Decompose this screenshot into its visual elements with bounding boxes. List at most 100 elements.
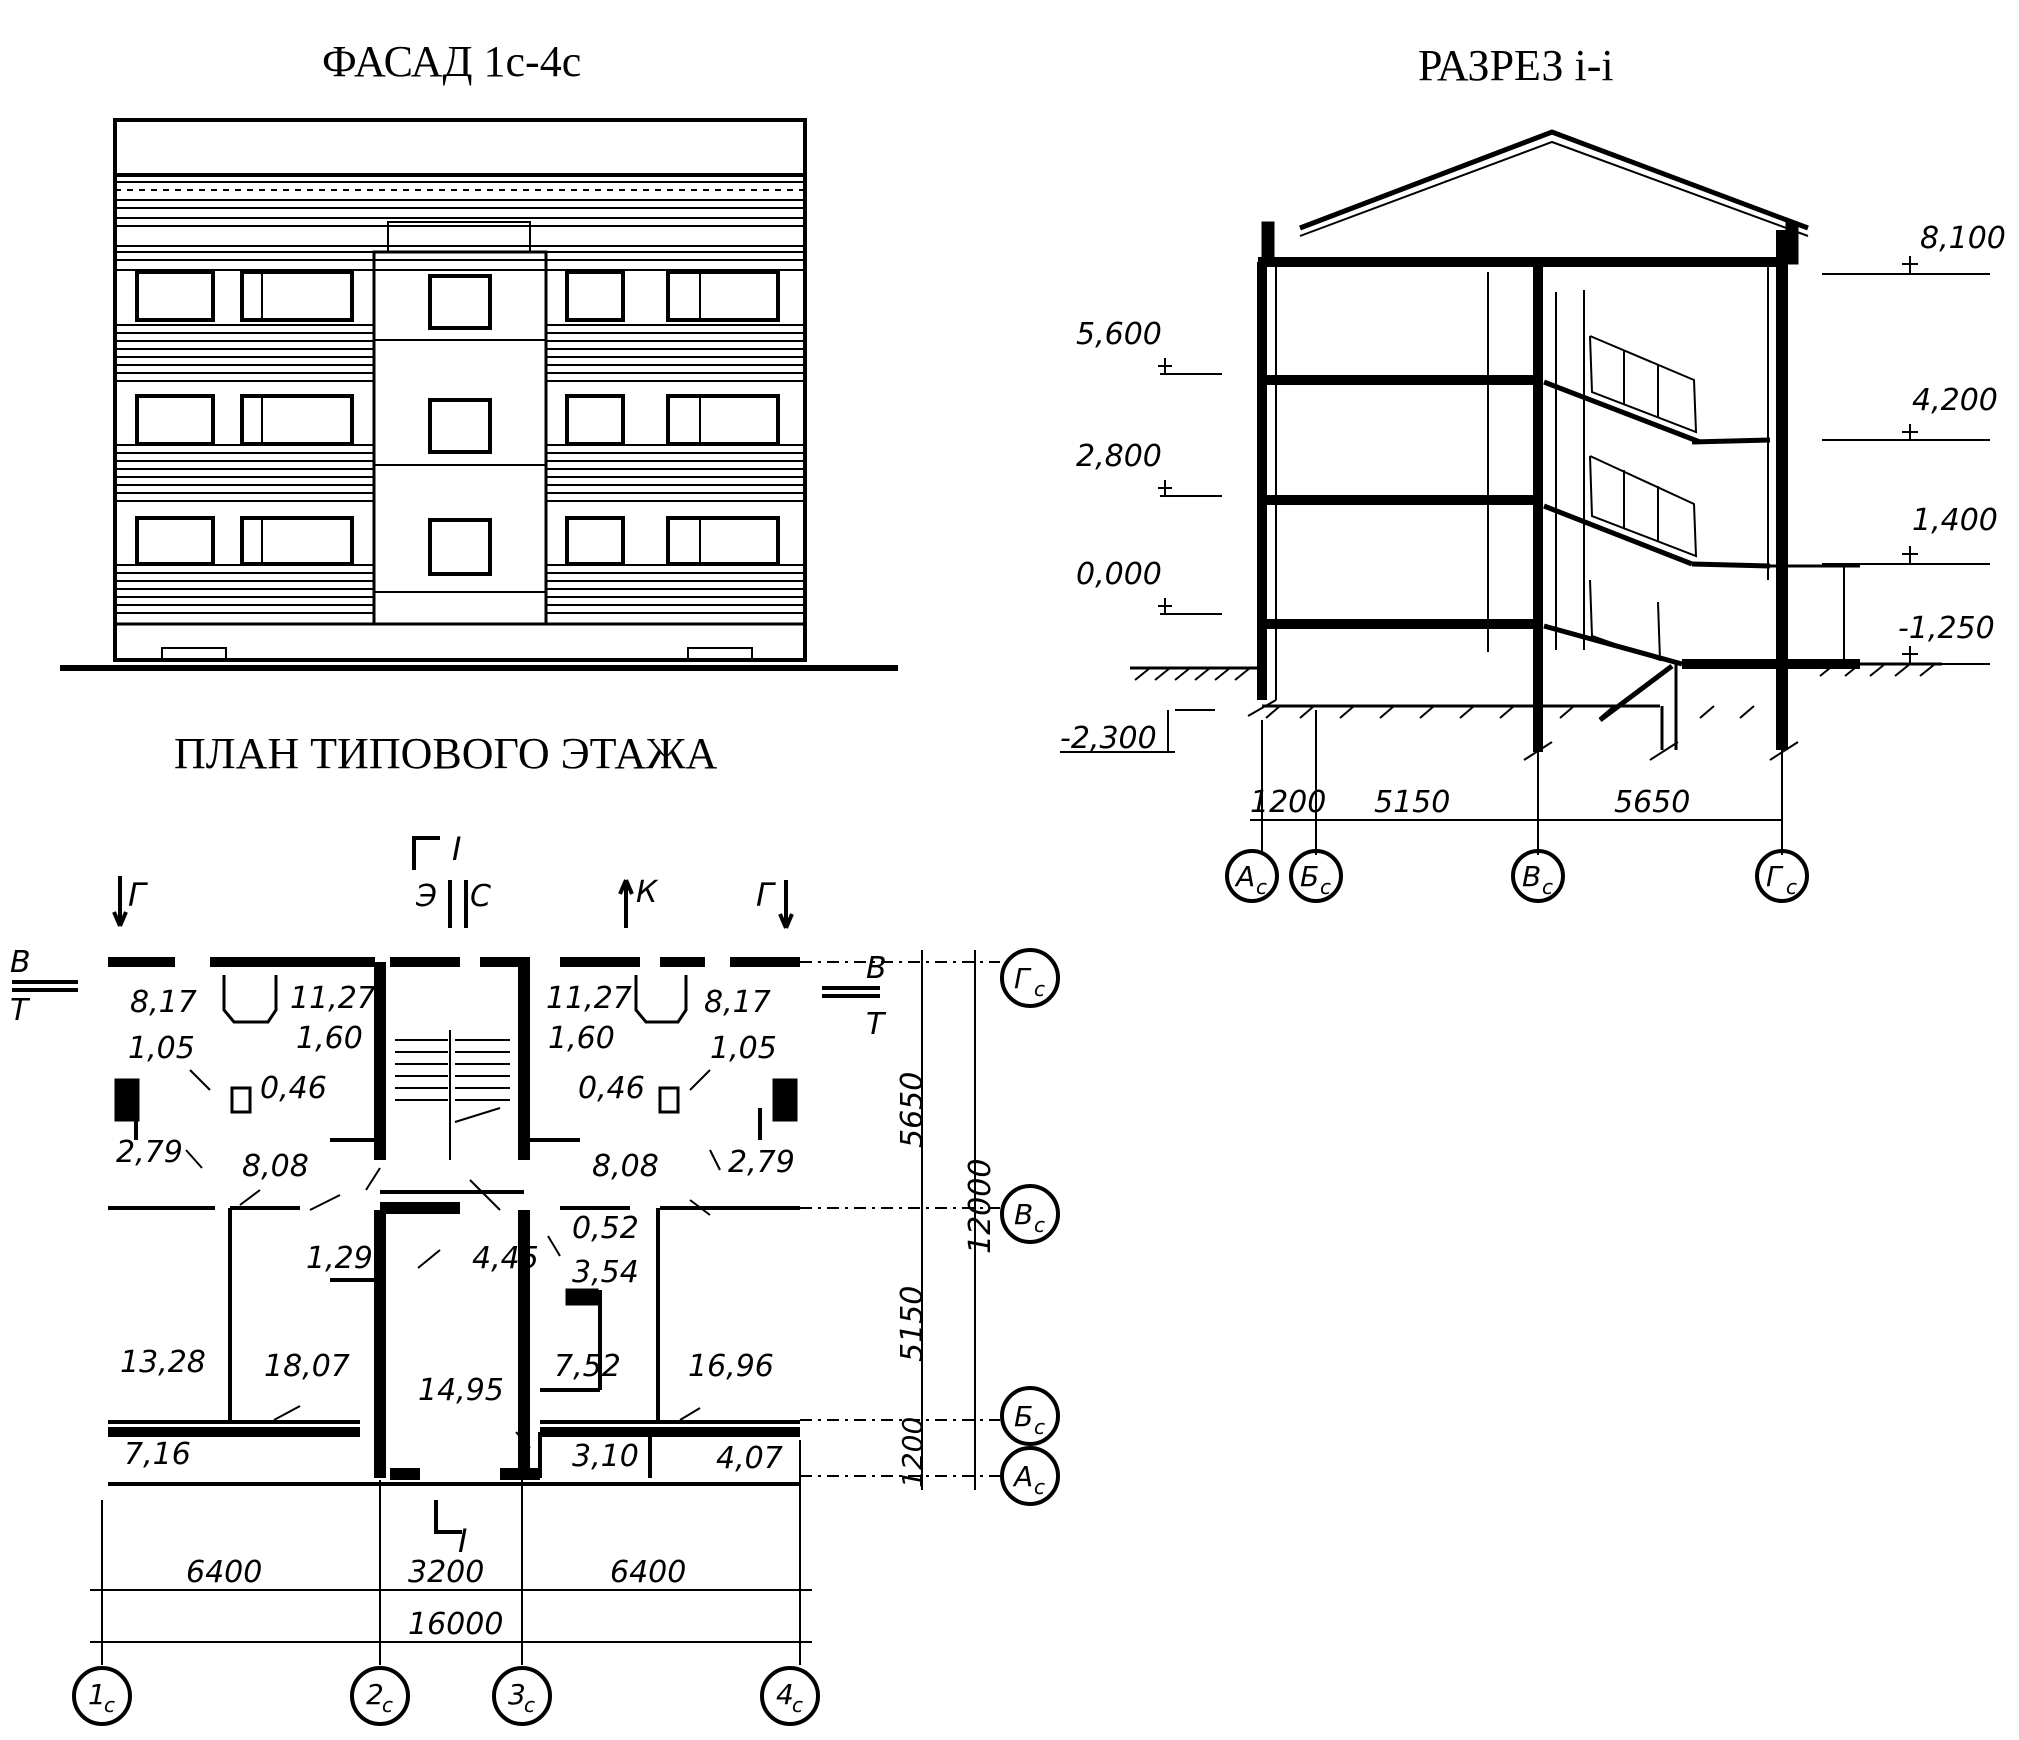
plan-room-left-1: 8,17 <box>130 985 197 1020</box>
plan-room-left-2: 11,27 <box>290 981 376 1016</box>
plan-marker-t-right: Т <box>866 1007 887 1042</box>
plan-axis-b-sub: с <box>1034 1415 1045 1439</box>
section-level-right-2: 4,200 <box>1912 383 1998 418</box>
section-level-left-4: -2,300 <box>1060 721 1157 756</box>
plan-drawing <box>12 836 1060 1726</box>
section-axis-a-sub: с <box>1256 875 1267 899</box>
plan-axis-1-sub: с <box>104 1693 115 1717</box>
plan-dim-vertical-2: 5150 <box>895 1286 930 1362</box>
plan-room-right-3: 1,60 <box>548 1021 615 1056</box>
plan-stair-walls <box>374 962 540 1480</box>
plan-axis-2-letter: 2 <box>366 1678 384 1711</box>
facade-title: ФАСАД 1с-4с <box>322 37 582 86</box>
section-axis-v-letter: В <box>1522 860 1541 893</box>
section-dim-1: 1200 <box>1250 785 1326 820</box>
plan-room-left-4: 1,60 <box>296 1021 363 1056</box>
plan-axis-4-sub: с <box>792 1693 803 1717</box>
plan-room-left-9: 13,28 <box>120 1345 206 1380</box>
plan-door-swings <box>185 1069 721 1449</box>
facade-siding-bands <box>115 324 805 626</box>
section-axis-v-bubble <box>1511 849 1565 903</box>
plan-marker-v-right: В <box>866 951 887 986</box>
facade-outline <box>113 118 807 662</box>
section-level-marks <box>1060 256 1990 753</box>
plan-exterior-walls <box>108 957 800 1437</box>
plan-room-left-6: 2,79 <box>116 1135 183 1170</box>
section-floor-slabs <box>1262 375 1860 669</box>
section-axis-v-sub: с <box>1542 875 1553 899</box>
section-axis-g-sub: с <box>1786 875 1797 899</box>
plan-dim-vertical-1: 5650 <box>895 1072 930 1148</box>
plan-marker-e: Э <box>415 879 437 914</box>
plan-axis-g-bubble <box>1000 948 1060 1008</box>
plan-room-right-5: 0,46 <box>578 1071 645 1106</box>
plan-room-right-12: 3,10 <box>572 1439 639 1474</box>
plan-marker-c: С <box>470 879 491 914</box>
plan-marker-k: К <box>636 875 659 910</box>
section-hatching <box>1134 663 1936 761</box>
section-level-left-2: 2,800 <box>1076 439 1162 474</box>
section-dimension-line <box>1250 710 1783 855</box>
plan-marker-t-left: Т <box>10 993 31 1028</box>
plan-dim-horizontal-2: 3200 <box>408 1555 484 1590</box>
section-stair-flights <box>1543 379 1771 722</box>
plan-axis-3-sub: с <box>524 1693 535 1717</box>
plan-room-center-2: 14,95 <box>418 1373 504 1408</box>
plan-room-right-8: 0,52 <box>572 1211 639 1246</box>
section-axis-g-letter: Г <box>1766 860 1784 893</box>
plan-room-right-7: 8,08 <box>592 1149 659 1184</box>
plan-room-center-1: 4,45 <box>472 1241 539 1276</box>
plan-room-right-2: 8,17 <box>704 985 771 1020</box>
plan-axis-v-letter: В <box>1014 1198 1033 1231</box>
section-axis-a-bubble <box>1225 849 1279 903</box>
plan-axis-a-sub: с <box>1034 1475 1045 1499</box>
section-drawing <box>1060 129 1990 903</box>
plan-stair-treads <box>395 1030 510 1160</box>
plan-marker-g-left: Г <box>128 876 148 914</box>
section-roof <box>1299 129 1809 231</box>
section-dim-3: 5650 <box>1614 785 1690 820</box>
plan-room-right-13: 4,07 <box>716 1441 783 1476</box>
facade-cornice-dashes <box>115 189 805 271</box>
plan-axis-2-bubble <box>350 1666 410 1726</box>
plan-axis-a-bubble <box>1000 1446 1060 1506</box>
plan-room-left-3: 1,05 <box>128 1031 195 1066</box>
plan-room-right-10: 7,52 <box>554 1349 621 1384</box>
plan-axis-3-letter: 3 <box>508 1678 526 1711</box>
plan-axis-v-sub: с <box>1034 1213 1045 1237</box>
plan-room-left-7: 8,08 <box>242 1149 309 1184</box>
section-dim-2: 5150 <box>1374 785 1450 820</box>
plan-dim-horizontal-total: 16000 <box>408 1607 503 1642</box>
plan-axis-b-letter: Б <box>1014 1400 1033 1433</box>
plan-axis-g-letter: Г <box>1014 962 1032 995</box>
plan-room-left-10: 18,07 <box>264 1349 350 1384</box>
section-level-left-1: 5,600 <box>1076 317 1162 352</box>
plan-texts: 8,17 11,27 1,05 1,60 0,46 2,79 8,08 1,29… <box>10 830 1045 1717</box>
section-title: РАЗРЕЗ i-i <box>1418 41 1614 90</box>
plan-dimension-lines <box>90 950 1000 1665</box>
plan-room-left-5: 0,46 <box>260 1071 327 1106</box>
plan-axis-v-bubble <box>1000 1184 1060 1244</box>
section-level-right-4: -1,250 <box>1898 611 1995 646</box>
plan-room-right-1: 11,27 <box>546 981 632 1016</box>
section-railings <box>1589 335 1698 662</box>
plan-marker-g-right: Г <box>756 876 776 914</box>
facade-windows <box>135 270 780 576</box>
plan-axis-4-bubble <box>760 1666 820 1726</box>
plan-axis-2-sub: с <box>382 1693 393 1717</box>
section-axis-a-letter: А <box>1234 860 1255 893</box>
plan-dim-horizontal-3: 6400 <box>610 1555 686 1590</box>
plan-axis-1-letter: 1 <box>88 1678 106 1711</box>
plan-room-right-6: 2,79 <box>728 1145 795 1180</box>
plan-axis-b-bubble <box>1000 1386 1060 1446</box>
plan-marker-v-left: В <box>10 945 31 980</box>
plan-kitchen-fixtures <box>114 975 798 1306</box>
plan-cut-label-top: I <box>452 830 461 868</box>
plan-room-right-4: 1,05 <box>710 1031 777 1066</box>
plan-axis-3-bubble <box>492 1666 552 1726</box>
plan-room-left-11: 7,16 <box>124 1437 191 1472</box>
plan-room-right-9: 3,54 <box>572 1255 639 1290</box>
facade-elevation <box>60 118 898 671</box>
section-axis-g-bubble <box>1755 849 1809 903</box>
